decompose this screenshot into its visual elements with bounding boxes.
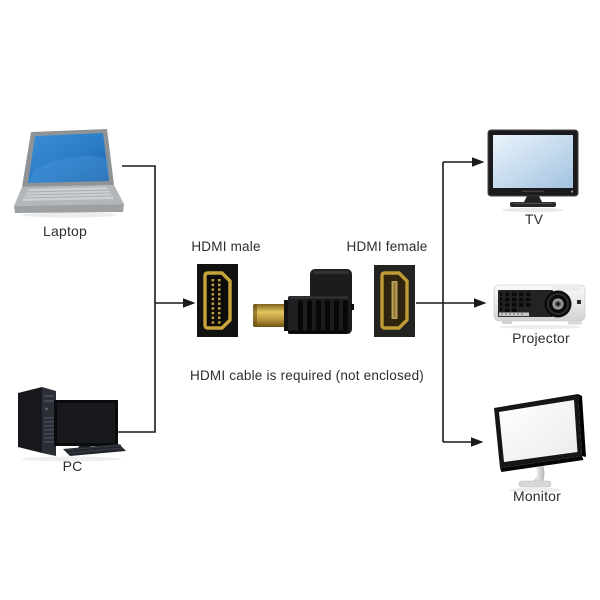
laptop-label: Laptop: [42, 223, 88, 239]
tv-label: TV: [524, 211, 544, 227]
hdmi-female-label: HDMI female: [346, 239, 428, 254]
hdmi-female-port-icon: [374, 265, 415, 337]
pc-illustration: [18, 387, 126, 462]
projector-label: Projector: [512, 330, 570, 346]
projector-illustration: [493, 284, 586, 329]
arrowhead-icons: [183, 157, 487, 447]
hdmi-male-port-icon: [197, 264, 238, 337]
note-text: HDMI cable is required (not enclosed): [190, 368, 424, 383]
right-angle-hdmi-adapter-icon: [253, 269, 354, 334]
monitor-illustration: [494, 394, 586, 493]
laptop-illustration: [14, 129, 124, 218]
pc-label: PC: [62, 458, 83, 474]
monitor-label: Monitor: [512, 488, 562, 504]
tv-illustration: [487, 129, 579, 213]
hdmi-male-label: HDMI male: [191, 239, 261, 254]
